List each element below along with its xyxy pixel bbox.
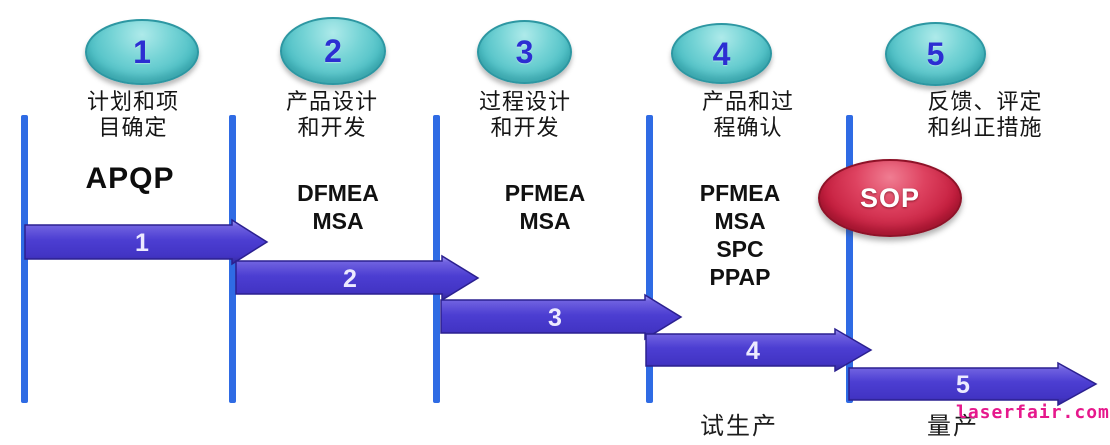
sop-label: SOP bbox=[859, 182, 921, 213]
stage2-arrow-label: 2 bbox=[343, 265, 357, 293]
phase3-title-line1: 过程设计 bbox=[478, 89, 571, 114]
phase2-item-dfmea: DFMEA bbox=[297, 180, 379, 206]
phase4-divider-line bbox=[646, 115, 653, 403]
stage4-arrow-label: 4 bbox=[746, 337, 760, 365]
sop-ellipse: SOP bbox=[818, 159, 962, 237]
phase2-title: 产品设计 和开发 bbox=[232, 89, 432, 141]
phase3-items: PFMEA MSA bbox=[445, 179, 645, 235]
phase2-items: DFMEA MSA bbox=[238, 179, 438, 235]
phase1-badge: 1 bbox=[85, 19, 199, 85]
phase5-badge: 5 bbox=[885, 22, 986, 86]
phase4-item-pfmea: PFMEA bbox=[699, 180, 781, 206]
phase4-title-line2: 程确认 bbox=[713, 115, 783, 140]
stage1-arrow-label: 1 bbox=[135, 229, 149, 257]
phase4-item-ppap: PPAP bbox=[709, 264, 771, 290]
phase1-badge-number: 1 bbox=[133, 34, 151, 70]
stage1-arrow bbox=[24, 218, 269, 266]
phase1-title-line2: 目确定 bbox=[98, 115, 168, 140]
phase2-title-line2: 和开发 bbox=[297, 115, 367, 140]
phase3-badge: 3 bbox=[477, 20, 572, 84]
phase5-badge-number: 5 bbox=[926, 36, 945, 72]
watermark-text: laserfair.com bbox=[956, 402, 1110, 423]
phase3-item-pfmea: PFMEA bbox=[504, 180, 586, 206]
trial-production-label: 试生产 bbox=[700, 414, 778, 440]
phase3-badge-number: 3 bbox=[515, 34, 534, 70]
phase3-divider-line bbox=[433, 115, 440, 403]
phase3-title-line2: 和开发 bbox=[490, 115, 560, 140]
phase5-title-line2: 和纠正措施 bbox=[927, 115, 1043, 140]
phase2-item-msa: MSA bbox=[312, 208, 364, 234]
phase4-title-line1: 产品和过 bbox=[701, 89, 794, 114]
phase4-badge-number: 4 bbox=[712, 35, 731, 72]
phase2-badge-number: 2 bbox=[324, 33, 342, 69]
stage4-arrow bbox=[645, 327, 873, 373]
phase3-title: 过程设计 和开发 bbox=[425, 89, 625, 141]
phase4-item-msa: MSA bbox=[714, 208, 766, 234]
phase1-title: 计划和项 目确定 bbox=[33, 89, 233, 141]
phase5-divider-line bbox=[846, 115, 853, 403]
phase2-badge: 2 bbox=[280, 17, 386, 85]
mass-production-label: 量产 bbox=[927, 414, 979, 440]
phase4-items: PFMEA MSA SPC PPAP bbox=[640, 179, 840, 291]
phase4-title: 产品和过 程确认 bbox=[648, 89, 848, 141]
stage3-arrow-label: 3 bbox=[548, 304, 562, 332]
phase3-item-msa: MSA bbox=[519, 208, 571, 234]
phase1-item-apqp: APQP bbox=[85, 162, 175, 195]
stage5-arrow-label: 5 bbox=[956, 371, 970, 399]
phase2-title-line1: 产品设计 bbox=[285, 89, 378, 114]
phase5-title-line1: 反馈、评定 bbox=[927, 89, 1043, 114]
stage2-arrow bbox=[235, 254, 480, 302]
stage3-arrow bbox=[440, 293, 683, 341]
phase1-title-line1: 计划和项 bbox=[86, 89, 179, 114]
phase5-title: 反馈、评定 和纠正措施 bbox=[865, 89, 1105, 141]
phase4-badge: 4 bbox=[671, 23, 772, 84]
stage5-arrow bbox=[848, 361, 1098, 407]
phase4-item-spc: SPC bbox=[716, 236, 764, 262]
